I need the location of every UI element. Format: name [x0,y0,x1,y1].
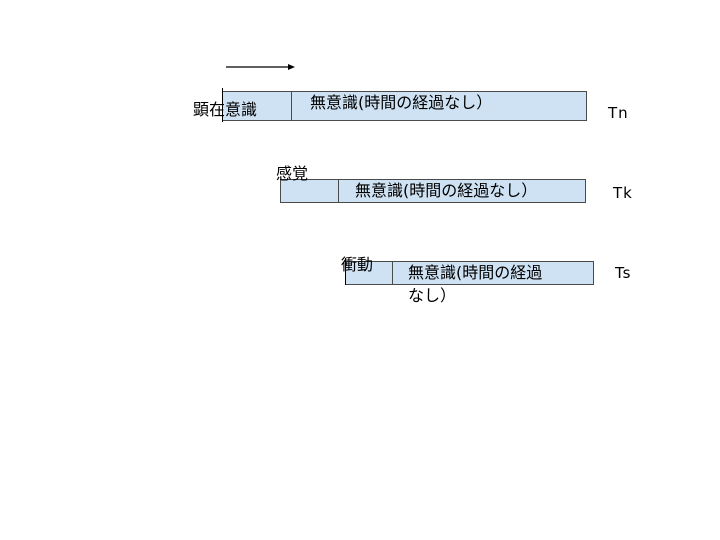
unconscious-label-row2: 無意識(時間の経過なし） [355,181,538,200]
end-label-row2: Tk [613,184,633,202]
start-tick-row1 [222,88,223,122]
unconscious-label-row1: 無意識(時間の経過なし） [310,93,493,112]
bar-divider-row3 [392,261,393,285]
stage-label-row2: 感覚 [276,164,309,183]
unconscious-label-row3-line1: 無意識(時間の経過 [408,263,543,282]
unconscious-label-row3-line2: なし） [408,286,457,305]
end-label-row1: Tn [608,104,629,122]
start-tick-row3 [345,258,346,285]
bar-divider-row2 [338,179,339,203]
stage-label-row3: 衝動 [341,255,374,274]
end-label-row3: Ts [615,264,632,282]
stage-label-row1: 顕在意識 [193,100,258,119]
bar-divider-row1 [291,91,292,121]
sensation-bar-row2 [280,179,586,203]
flow-arrow [226,64,295,70]
impulse-bar-row3 [345,261,594,285]
